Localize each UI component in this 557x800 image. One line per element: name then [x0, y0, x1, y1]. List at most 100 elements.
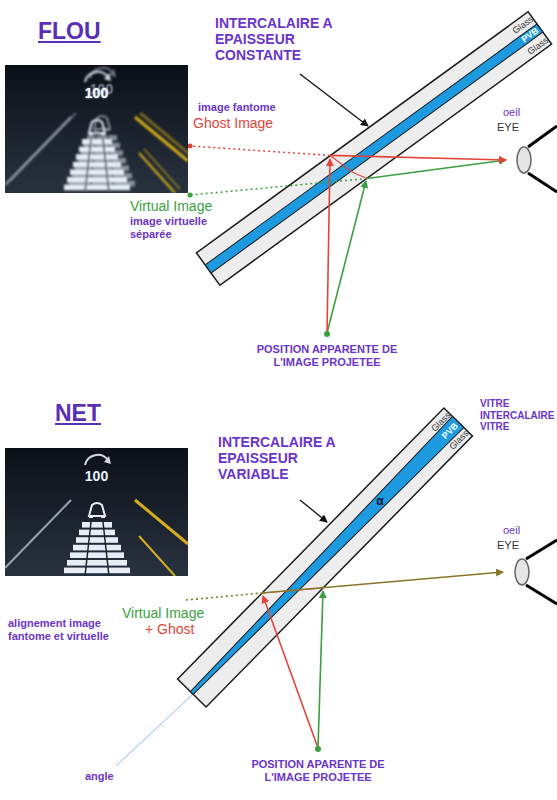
road-line — [135, 117, 188, 161]
hud-background — [5, 448, 188, 576]
lane-bar — [64, 568, 130, 574]
ghost-label: + Ghost — [145, 621, 194, 637]
eye-lid — [526, 585, 557, 604]
car-wheel — [89, 515, 93, 518]
angle-label: angle — [85, 770, 114, 783]
speed-readout: 100 — [85, 468, 108, 484]
lane-bar — [82, 139, 112, 145]
angle-symbol: α — [376, 495, 383, 509]
road-line — [139, 153, 175, 193]
eye-label-fr: oeil — [503, 106, 520, 119]
hud-blur — [5, 68, 188, 193]
panel-title: FLOU — [38, 18, 101, 44]
interlayer-label: INTERCALAIRE A EPAISSEUR VARIABLE — [218, 434, 350, 482]
glass-layer — [196, 12, 551, 285]
lane-bar — [67, 177, 127, 183]
lane-bar — [76, 154, 118, 160]
speed-readout: 100 — [85, 85, 108, 101]
road-line — [139, 536, 175, 576]
road-line — [135, 500, 188, 544]
virtual-ray — [318, 591, 323, 748]
leader-arrow — [300, 74, 368, 126]
hud-photo: 100 — [5, 448, 188, 576]
source-point — [324, 331, 330, 337]
aligned-ray-projection — [186, 593, 262, 600]
road-edge — [5, 117, 71, 185]
ghost-ray — [327, 159, 330, 333]
speed-arc-head — [109, 69, 116, 77]
interlayer-label: INTERCALAIRE A EPAISSEUR CONSTANTE — [215, 15, 347, 63]
eye-lid — [526, 540, 557, 559]
eye-label-fr: oeil — [503, 524, 520, 537]
windshield-constant — [196, 12, 551, 285]
lane-divider — [85, 139, 91, 193]
hud-image — [5, 65, 188, 193]
lane-bar — [70, 169, 124, 175]
lane-bar — [64, 185, 130, 191]
panel-title: NET — [55, 400, 101, 426]
lane-bar — [73, 545, 121, 551]
hud-image — [5, 448, 188, 576]
angle-leader — [116, 695, 192, 766]
lane-bar — [70, 552, 124, 558]
ghost-label: Ghost Image — [193, 115, 273, 131]
hud-graphics — [5, 72, 188, 193]
pvb-wedge — [186, 416, 464, 698]
lane-bar — [79, 530, 115, 536]
eye-lid — [528, 173, 557, 192]
ghost-ray — [330, 155, 506, 160]
car-icon — [89, 503, 105, 516]
lane-divider — [103, 522, 109, 576]
eye-symbol — [517, 147, 531, 173]
ghost-point — [188, 144, 193, 149]
layer-stack-label: VITRE INTERCALAIRE VITRE — [480, 398, 557, 433]
car-wheel — [101, 515, 105, 518]
eye-symbol — [515, 559, 529, 585]
virtual-ray — [327, 181, 366, 333]
hud-ghost — [10, 68, 188, 189]
road-line — [144, 149, 180, 189]
ghost-ray — [263, 596, 318, 748]
virtual-image-label-fr: image virtuelle séparée — [130, 215, 230, 240]
projection-label: POSITION APPARENTE DE L'IMAGE PROJETEE — [242, 343, 412, 368]
road-edge — [5, 500, 71, 568]
car-wheel — [94, 128, 98, 131]
hud-photo: 100 — [5, 65, 188, 193]
glass-layer — [178, 408, 473, 707]
ghost-ray-projection — [190, 146, 330, 155]
car-wheel — [101, 132, 105, 135]
lane-divider — [103, 139, 109, 193]
projection-label: POSITION APARENTE DE L'IMAGE PROJETEE — [233, 758, 403, 783]
aligned-ray — [262, 572, 503, 593]
windshield-wedge — [178, 408, 473, 707]
lane-bar — [67, 560, 127, 566]
virtual-image-label: Virtual Image — [130, 198, 212, 214]
leader-arrow — [300, 500, 327, 522]
speed-arc-head — [104, 73, 111, 81]
hud-graphics — [5, 455, 188, 576]
lane-bar — [82, 522, 112, 528]
lane-divider — [85, 522, 91, 576]
eye-label: EYE — [497, 121, 519, 134]
car-wheel — [89, 132, 93, 135]
eye-label: EYE — [497, 539, 519, 552]
car-icon — [89, 120, 105, 133]
internal-reflection — [352, 172, 367, 179]
speed-arc — [85, 455, 108, 465]
virtual-point — [188, 193, 193, 198]
virtual-image-label: Virtual Image — [122, 605, 204, 621]
internal-reflection — [330, 155, 352, 172]
virtual-ray-projection — [190, 179, 367, 196]
lane-bar — [73, 162, 121, 168]
ghost-label-fr: image fantome — [198, 101, 276, 114]
speed-arc — [85, 72, 108, 82]
alignment-note: alignement image fantome et virtuelle — [8, 617, 133, 642]
road-line — [140, 113, 188, 157]
virtual-ray — [367, 160, 506, 179]
lane-bar — [79, 147, 115, 153]
car-wheel — [106, 128, 110, 131]
lane-bar — [76, 537, 118, 543]
eye-lid — [528, 126, 557, 147]
source-point — [315, 746, 321, 752]
speed-arc-head — [104, 456, 111, 464]
